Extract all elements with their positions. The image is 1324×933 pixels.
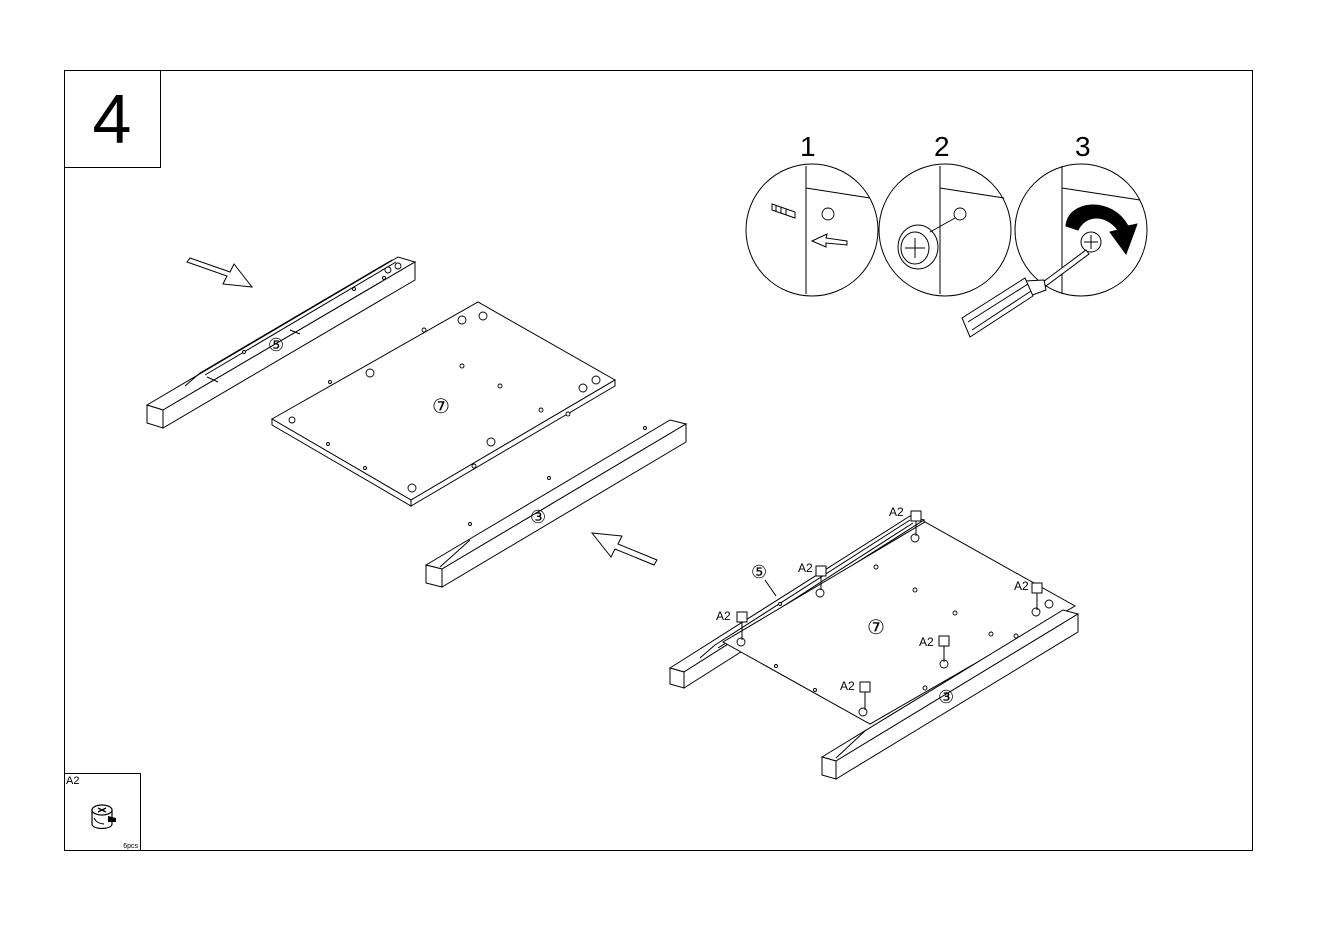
detail-step-2: 2 <box>934 131 950 162</box>
hardware-quantity: 6pcs <box>123 843 138 850</box>
part-label-7: ⑦ <box>432 396 450 418</box>
detail-circle-1 <box>746 164 878 296</box>
fastener-callout: A2 <box>889 505 904 519</box>
assembled-panel <box>723 522 1075 724</box>
direction-arrow-icon <box>592 533 657 565</box>
cam-lock-icon <box>64 774 141 852</box>
fastener-callout: A2 <box>716 609 731 623</box>
detail-circle-3 <box>1015 164 1147 296</box>
part-label-3: ③ <box>530 507 546 527</box>
fastener-callout: A2 <box>840 679 855 693</box>
part-label-5: ⑤ <box>268 335 284 355</box>
detail-step-3: 3 <box>1075 131 1091 162</box>
assembled-label-5: ⑤ <box>751 562 767 582</box>
hardware-legend: A2 6pcs <box>64 773 141 851</box>
detail-circle-2 <box>879 164 1011 296</box>
cam-lock-detail: 1 2 3 <box>746 131 1147 337</box>
direction-arrow-icon <box>187 258 252 287</box>
fastener-callout: A2 <box>919 635 934 649</box>
fastener-callout: A2 <box>1014 579 1029 593</box>
fastener-callout: A2 <box>798 561 813 575</box>
assembled-label-3: ③ <box>938 687 954 707</box>
assembled-view: A2 A2 A2 A2 A2 A2 ⑤ ⑦ ③ <box>670 505 1078 779</box>
assembled-label-7: ⑦ <box>867 617 885 639</box>
detail-step-1: 1 <box>800 131 816 162</box>
exploded-view: ⑤ ⑦ ③ <box>147 257 686 587</box>
